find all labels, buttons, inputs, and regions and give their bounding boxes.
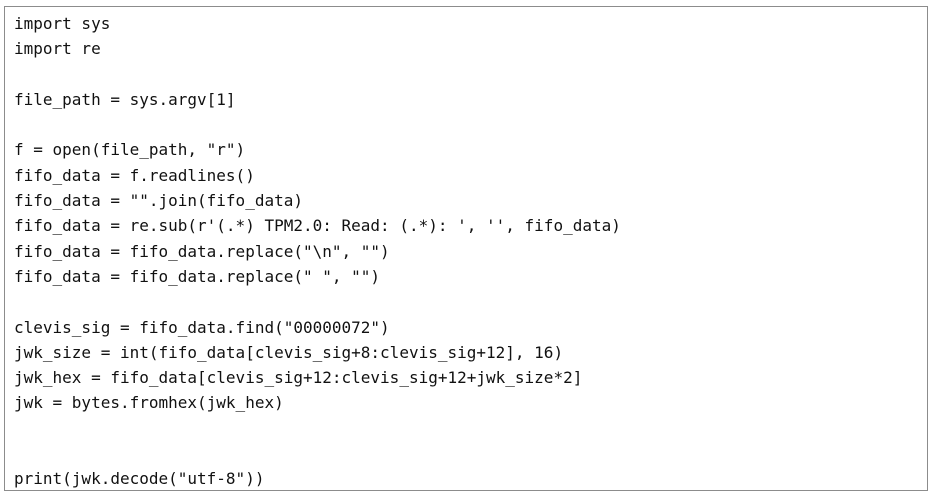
code-line-2: import re xyxy=(14,39,101,59)
code-line-11: fifo_data = fifo_data.replace(" ", "") xyxy=(14,266,381,286)
code-line-4: file_path = sys.argv[1] xyxy=(14,89,236,109)
code-line-1: import sys xyxy=(14,14,111,33)
code-line-8: fifo_data = "".join(fifo_data) xyxy=(14,191,303,211)
code-line-18 xyxy=(14,441,621,466)
code-line-10: fifo_data = fifo_data.replace("\n", "") xyxy=(14,241,390,261)
code-line-6: f = open(file_path, "r") xyxy=(14,140,246,160)
code-line-5 xyxy=(14,112,621,137)
code-line-9: fifo_data = re.sub(r'(.*) TPM2.0: Read: … xyxy=(14,216,621,236)
code-line-17 xyxy=(14,416,621,441)
code-lines: import sys import re file_path = sys.arg… xyxy=(14,11,621,492)
code-line-15: jwk_hex = fifo_data[clevis_sig+12:clevis… xyxy=(14,368,583,388)
code-line-3 xyxy=(14,62,621,87)
code-line-14: jwk_size = int(fifo_data[clevis_sig+8:cl… xyxy=(14,342,564,362)
code-line-7: fifo_data = f.readlines() xyxy=(14,165,255,185)
code-line-16: jwk = bytes.fromhex(jwk_hex) xyxy=(14,393,284,413)
code-line-19: print(jwk.decode("utf-8")) xyxy=(14,469,265,489)
code-block: import sys import re file_path = sys.arg… xyxy=(4,6,928,491)
code-line-12 xyxy=(14,289,621,314)
code-line-13: clevis_sig = fifo_data.find("00000072") xyxy=(14,317,390,337)
